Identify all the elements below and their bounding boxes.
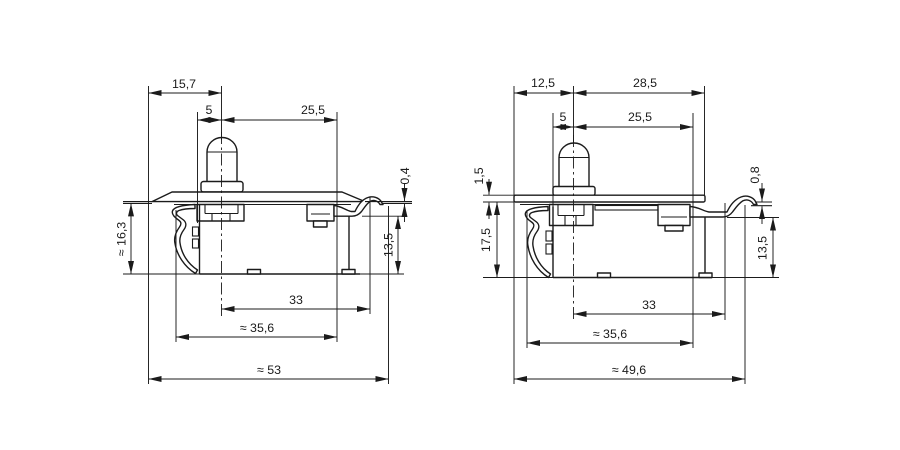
- bottom-tab: [246, 268, 262, 275]
- dim-label-overall-width: ≈ 53: [257, 363, 281, 377]
- terminal-block-right: [657, 203, 691, 232]
- dim-label-hook-span: 33: [642, 298, 656, 312]
- dim-label-stem-to-edge: 25,5: [628, 110, 652, 124]
- dim-label-flange-protrusion: 0,4: [398, 167, 412, 184]
- terminal-channel: [594, 204, 659, 211]
- push-button: [552, 142, 596, 196]
- terminal-block-right: [306, 203, 335, 228]
- flange-lip-lines: [365, 201, 412, 204]
- button-collar: [552, 185, 596, 196]
- dim-label-center-to-plate-right: 28,5: [633, 76, 657, 90]
- spring-clip: [524, 205, 552, 279]
- dim-label-plate-thickness: 1,5: [472, 167, 486, 184]
- dim-label-mount-depth: ≈ 16,3: [115, 222, 129, 256]
- mounting-flange: [151, 191, 366, 203]
- clamp-gap-lines: [751, 201, 772, 207]
- bottom-tab: [341, 268, 356, 275]
- latch-hook: [333, 196, 384, 217]
- dim-label-clamp-depth: 13,5: [382, 233, 396, 257]
- dim-label-overall-width: ≈ 49,6: [612, 363, 646, 377]
- dim-label-stem-to-edge: 25,5: [301, 103, 325, 117]
- dim-label-mount-depth: 17,5: [479, 228, 493, 252]
- dim-label-stem-offset: 5: [560, 110, 567, 124]
- right-view-part: [483, 142, 772, 279]
- mounting-plate: [513, 194, 706, 203]
- terminal-block-left: [196, 203, 245, 222]
- dim-label-plate-left-to-center: 12,5: [531, 76, 555, 90]
- clip-window: [545, 230, 553, 242]
- right-view: 12,5 28,5 5 25,5 33 ≈ 35,6 ≈ 49,6 1,5 0,…: [472, 76, 779, 384]
- dim-label-body-width: ≈ 35,6: [240, 321, 274, 335]
- terminal-block-left: [548, 203, 594, 227]
- clip-window: [191, 226, 200, 237]
- latch-hook: [689, 195, 758, 218]
- dim-label-hook-span: 33: [289, 293, 303, 307]
- push-button: [200, 136, 244, 193]
- right-view-dimensions: 12,5 28,5 5 25,5 33 ≈ 35,6 ≈ 49,6 1,5 0,…: [472, 76, 779, 384]
- dim-label-clamp-gap: 0,8: [748, 166, 762, 183]
- panel-surface-lines: [123, 201, 152, 204]
- clip-window: [545, 243, 553, 255]
- dim-label-clamp-depth: 13,5: [756, 236, 770, 260]
- dim-label-top-width: 15,7: [172, 77, 196, 91]
- clip-window: [191, 238, 200, 249]
- dim-label-body-width: ≈ 35,6: [593, 327, 627, 341]
- left-view-dimensions: 15,7 5 25,5 33 ≈ 35,6 ≈ 53 ≈ 16,3 13,5 0…: [115, 77, 412, 384]
- button-collar: [200, 180, 244, 193]
- switch-body: [198, 205, 360, 275]
- left-view-part: [123, 136, 412, 275]
- bottom-tab: [698, 272, 713, 279]
- left-view: 15,7 5 25,5 33 ≈ 35,6 ≈ 53 ≈ 16,3 13,5 0…: [115, 77, 412, 384]
- bottom-tab: [596, 272, 612, 279]
- dim-label-stem-offset: 5: [206, 103, 213, 117]
